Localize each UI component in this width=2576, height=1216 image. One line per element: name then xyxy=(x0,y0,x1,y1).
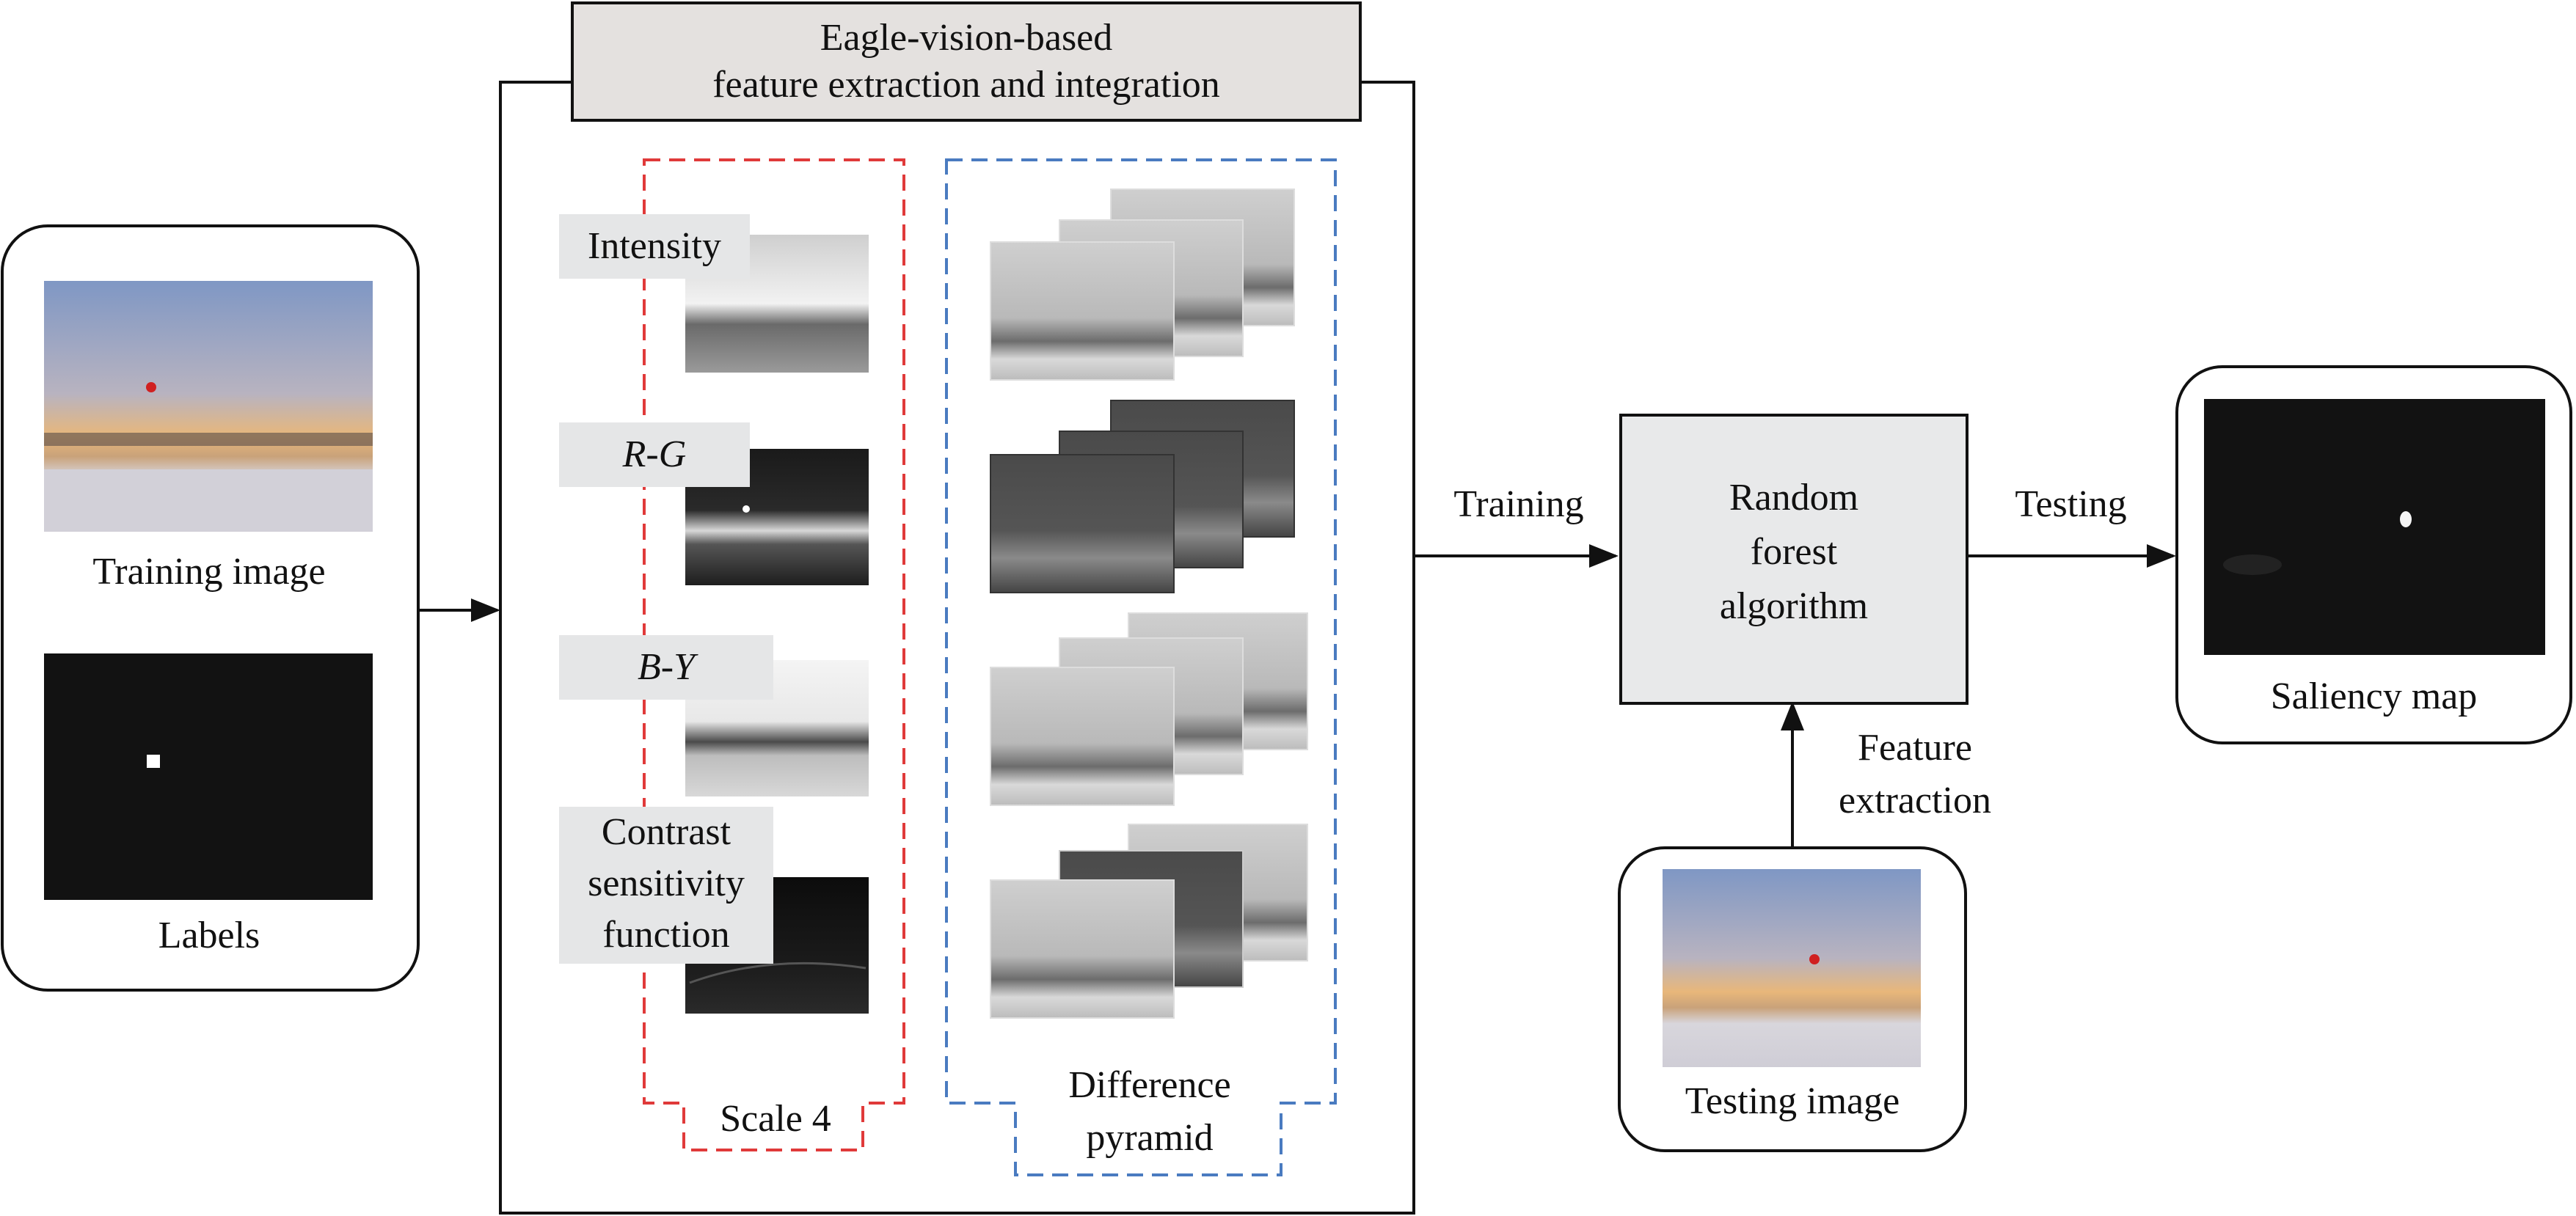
pyramid-tag: Difference pyramid xyxy=(1021,1056,1278,1173)
feature-extraction-line-1: Feature xyxy=(1858,727,1972,769)
rg-label: R-G xyxy=(559,422,750,487)
csf-label-line-3: function xyxy=(602,914,730,956)
labels-image xyxy=(44,653,373,900)
testing-image-label: Testing image xyxy=(1685,1080,1900,1122)
pyramid-tag-line-1: Difference xyxy=(1068,1064,1231,1106)
training-image xyxy=(44,281,373,532)
title-line-2: feature extraction and integration xyxy=(712,64,1220,106)
scale-tag: Scale 4 xyxy=(693,1091,858,1147)
training-image-label: Training image xyxy=(92,551,326,593)
scale-region xyxy=(643,158,905,1151)
csf-label: Contrast sensitivity function xyxy=(559,807,773,964)
saliency-map-image xyxy=(2204,399,2545,655)
testing-image xyxy=(1663,869,1921,1067)
pyramid-tag-line-2: pyramid xyxy=(1086,1117,1214,1159)
feature-extraction-edge-label: Feature extraction xyxy=(1812,722,2018,827)
pyramid-stack-by xyxy=(990,612,1308,806)
pyramid-region xyxy=(945,158,1337,1176)
random-forest-line-1: Random xyxy=(1729,477,1859,519)
feature-extraction-title: Eagle-vision-based feature extraction an… xyxy=(571,1,1362,122)
saliency-map-label: Saliency map xyxy=(2270,675,2478,717)
pyramid-stack-intensity xyxy=(990,188,1295,381)
testing-edge-label: Testing xyxy=(2015,483,2127,525)
labels-label: Labels xyxy=(158,915,260,956)
intensity-label: Intensity xyxy=(559,214,750,279)
pyramid-stack-csf xyxy=(990,824,1308,1019)
title-line-1: Eagle-vision-based xyxy=(820,17,1113,59)
random-forest-line-3: algorithm xyxy=(1719,585,1869,627)
by-label: B-Y xyxy=(559,635,773,700)
random-forest-line-2: forest xyxy=(1750,531,1838,573)
random-forest-box xyxy=(1619,414,1969,705)
random-forest-label: Random forest algorithm xyxy=(1621,471,1967,634)
pyramid-stack-rg xyxy=(990,400,1295,593)
csf-label-line-1: Contrast xyxy=(601,811,731,853)
training-edge-label: Training xyxy=(1453,483,1584,525)
feature-extraction-line-2: extraction xyxy=(1839,780,1991,821)
csf-label-line-2: sensitivity xyxy=(588,862,745,904)
